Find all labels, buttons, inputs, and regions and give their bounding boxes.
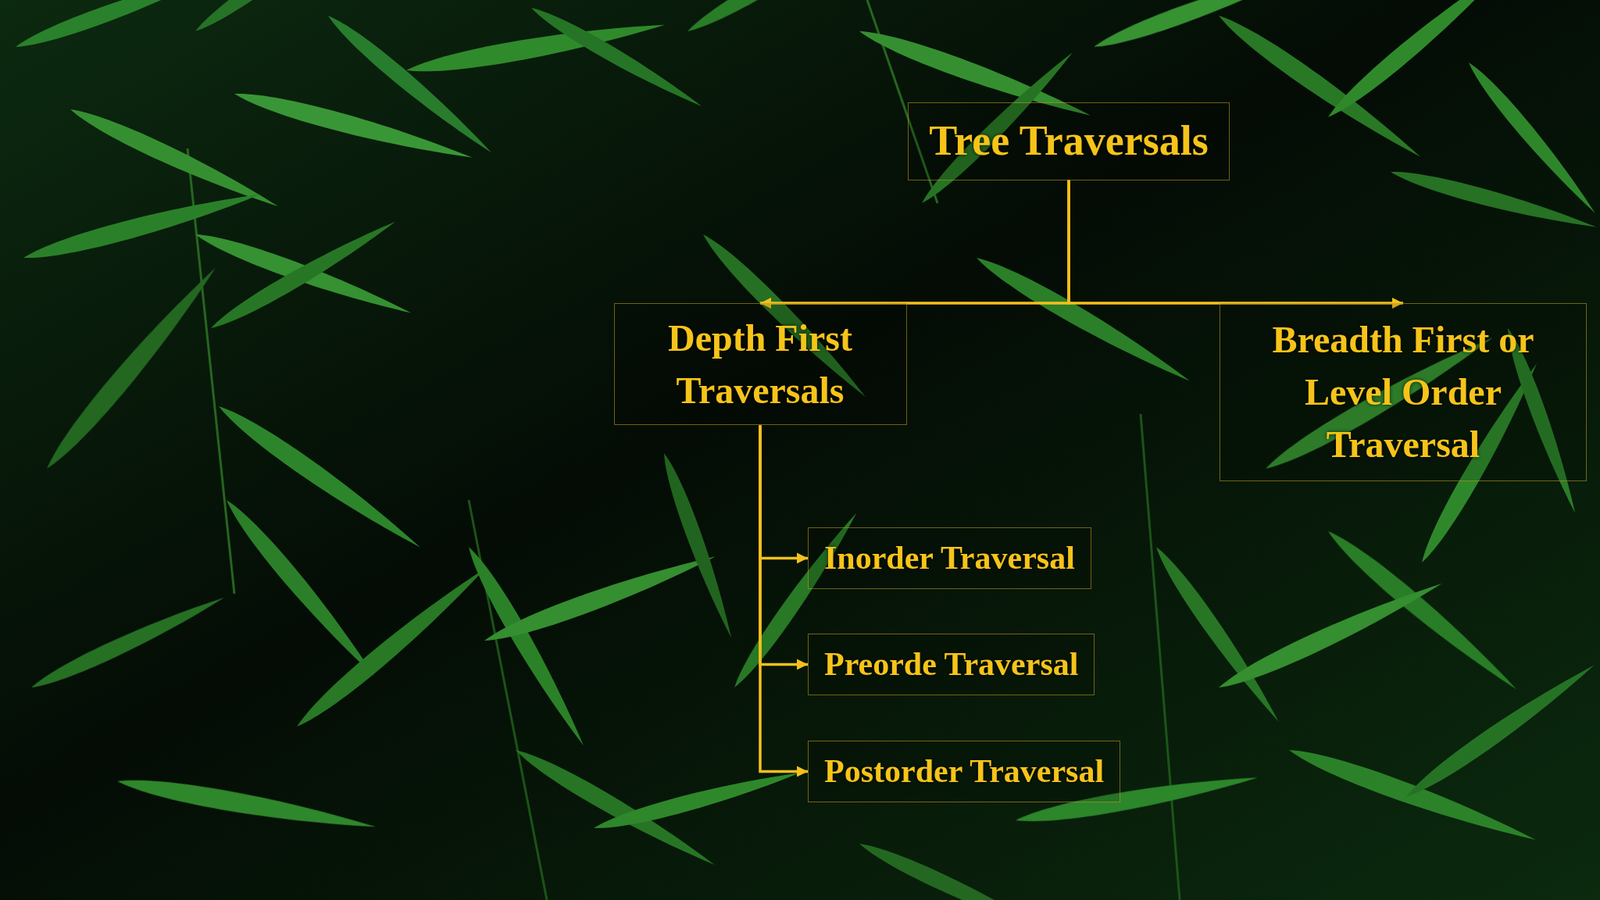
node-label: Breadth First or Level Order Traversal [1235, 313, 1571, 472]
connector-arrow [760, 425, 808, 772]
node-label: Preorde Traversal [824, 641, 1079, 688]
traversal-box: Postorder Traversal [807, 740, 1121, 803]
bamboo-leaves [12, 0, 1600, 900]
node-label: Postorder Traversal [824, 748, 1104, 795]
connector-arrow [760, 425, 808, 558]
connector-arrow [1068, 180, 1404, 304]
traversal-box: Preorde Traversal [807, 633, 1095, 696]
connector-arrow [760, 425, 808, 665]
node-label: Inorder Traversal [824, 535, 1075, 582]
category-box: Depth First Traversals [614, 303, 908, 425]
node-label: Depth First Traversals [630, 311, 891, 417]
connector-arrow [760, 180, 1069, 304]
root-box: Tree Traversals [907, 102, 1229, 181]
category-box: Breadth First or Level Order Traversal [1219, 303, 1587, 482]
node-label: Tree Traversals [928, 111, 1208, 172]
traversal-box: Inorder Traversal [807, 527, 1092, 590]
